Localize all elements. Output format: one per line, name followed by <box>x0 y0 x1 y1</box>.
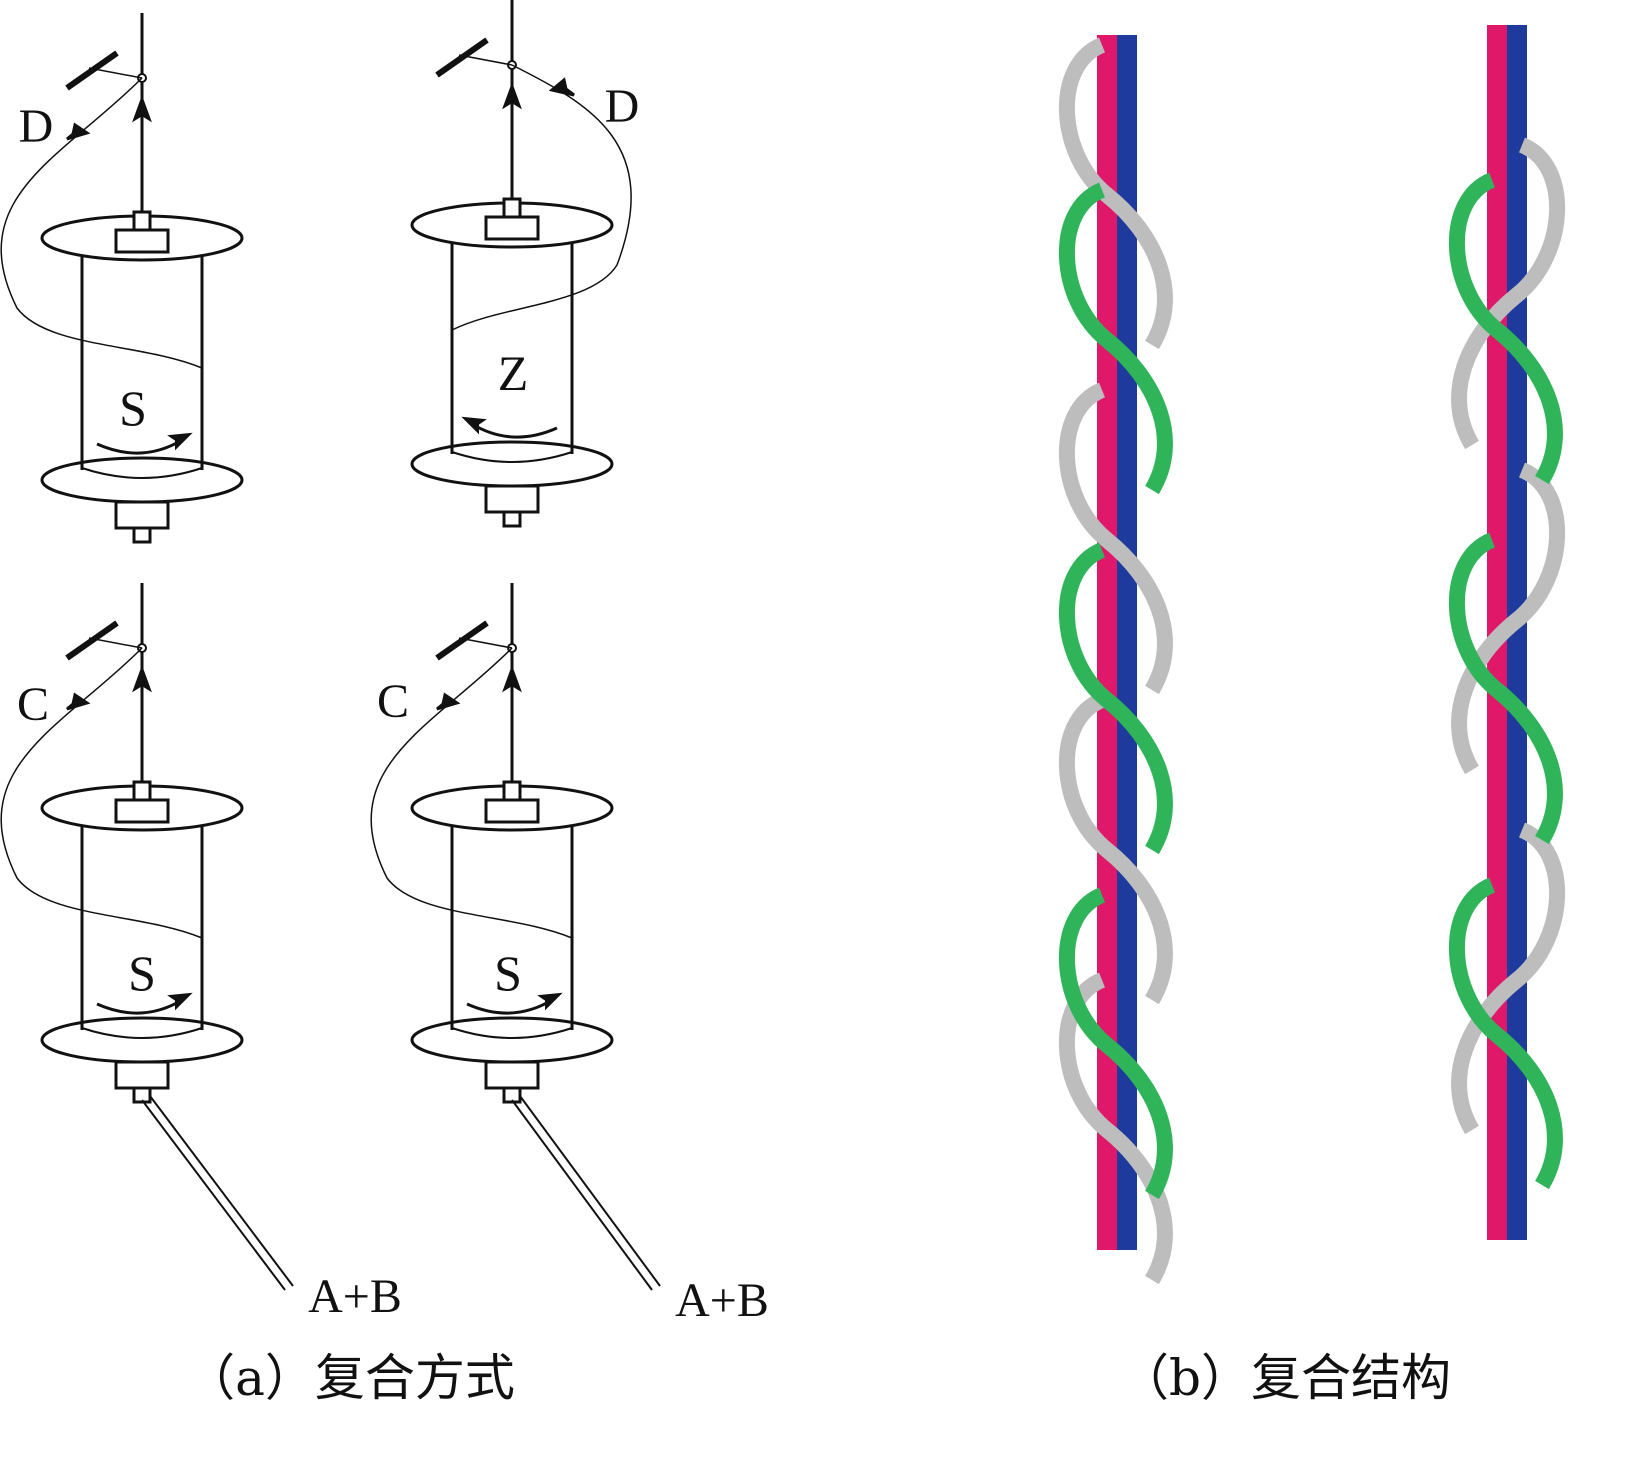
bottom-stub <box>132 1086 152 1104</box>
bar-yarn <box>458 637 513 649</box>
top-stub <box>502 780 522 802</box>
bottom-stub <box>502 1086 522 1104</box>
yarn-label-d-left: D <box>19 100 54 153</box>
arrow-up-icon <box>502 82 522 110</box>
feed-label-left: A+B <box>308 1270 402 1323</box>
arrow-up-icon <box>132 665 152 693</box>
wrap-yarn-gray <box>1451 462 1566 775</box>
bottom-stub <box>502 510 522 528</box>
bottom-flange <box>40 456 244 504</box>
top-stub <box>132 210 152 232</box>
feed-yarn-path <box>451 64 632 331</box>
arrow-icon <box>436 692 461 711</box>
rotation-arrow-s <box>96 438 183 455</box>
yarn-label-c-left: C <box>17 678 49 731</box>
bar-yarn <box>88 67 143 79</box>
bar-yarn <box>458 54 513 66</box>
barrel-base-curve <box>81 1027 203 1039</box>
bottom-hub <box>114 500 170 530</box>
arrow-icon <box>66 122 91 141</box>
feed-rod-0-a <box>141 1099 286 1291</box>
barrel-base-curve <box>81 467 203 479</box>
arrow-head-icon <box>167 432 193 451</box>
twist-label-lower-left: S <box>128 945 156 1001</box>
tension-bar <box>435 37 489 78</box>
core-filament-blue <box>1117 35 1137 1250</box>
top-hub <box>114 798 170 824</box>
arrow-up-icon <box>132 95 152 123</box>
yarn-label-d-right: D <box>605 80 640 133</box>
wrap-yarn-green <box>1448 532 1563 845</box>
arrow-head-icon <box>461 416 487 435</box>
arrow-up-icon <box>502 665 522 693</box>
top-hub <box>484 798 540 824</box>
caption-a: （a）复合方式 <box>185 1349 515 1407</box>
top-stub <box>502 197 522 219</box>
upper-right-spindle <box>410 0 632 528</box>
top-hub <box>484 215 540 241</box>
barrel-base-curve <box>451 451 573 463</box>
wrap-yarn-green <box>1058 542 1173 855</box>
lower-right-spindle <box>370 583 614 1104</box>
upper-left-spindle <box>0 13 244 544</box>
arrow-head-icon <box>537 992 563 1011</box>
wrap-yarn-green <box>1058 182 1173 495</box>
wrap-yarn-gray <box>1058 37 1173 350</box>
wrap-yarn-green <box>1448 877 1563 1190</box>
bottom-hub <box>484 1060 540 1090</box>
top-stub <box>132 780 152 802</box>
panel-b-composite-structure <box>1058 25 1566 1285</box>
core-filament-blue <box>1507 25 1527 1240</box>
yarn-label-c-right: C <box>377 675 409 728</box>
core-filament-red <box>1097 35 1117 1250</box>
arrow-icon <box>548 77 575 97</box>
rotation-arrow-z <box>471 422 558 439</box>
wrap-yarn-gray <box>1058 692 1173 1005</box>
wrap-yarn-gray <box>1451 822 1566 1135</box>
arrow-icon <box>66 692 91 711</box>
wrap-yarn-green <box>1058 887 1173 1200</box>
twist-label-upper-right: Z <box>498 345 529 401</box>
feed-label-right: A+B <box>675 1274 769 1327</box>
wrap-yarn-gray <box>1451 137 1566 450</box>
tension-bar <box>435 620 489 661</box>
top-hub <box>114 228 170 254</box>
bottom-hub <box>114 1060 170 1090</box>
feed-rod-1-b <box>519 1095 661 1287</box>
twist-label-upper-left: S <box>119 380 147 436</box>
feed-yarn-path <box>370 647 573 939</box>
tension-bar <box>65 50 119 91</box>
feed-yarn-path <box>0 77 203 369</box>
wrap-yarn-gray <box>1058 972 1173 1285</box>
composite-yarn-left <box>1058 35 1173 1285</box>
bottom-flange <box>40 1016 244 1064</box>
rotation-arrow-s <box>96 998 183 1015</box>
rotation-arrow-s <box>466 998 553 1015</box>
bar-yarn <box>88 637 143 649</box>
bottom-hub <box>484 484 540 514</box>
composite-yarn-right <box>1448 25 1566 1240</box>
bottom-flange <box>410 1016 614 1064</box>
twist-label-lower-right: S <box>494 945 522 1001</box>
caption-b: （b）复合结构 <box>1119 1349 1451 1407</box>
arrow-head-icon <box>167 992 193 1011</box>
tension-bar <box>65 620 119 661</box>
wrap-yarn-green <box>1448 172 1563 485</box>
wrap-yarn-gray <box>1058 382 1173 695</box>
feed-rod-1-a <box>511 1099 653 1291</box>
bottom-flange <box>410 440 614 488</box>
barrel-base-curve <box>451 1027 573 1039</box>
feed-yarn-path <box>0 647 203 939</box>
panel-a-composite-method <box>0 0 661 1291</box>
feed-rod-0-b <box>149 1095 294 1287</box>
lower-left-spindle <box>0 583 244 1104</box>
bottom-stub <box>132 526 152 544</box>
